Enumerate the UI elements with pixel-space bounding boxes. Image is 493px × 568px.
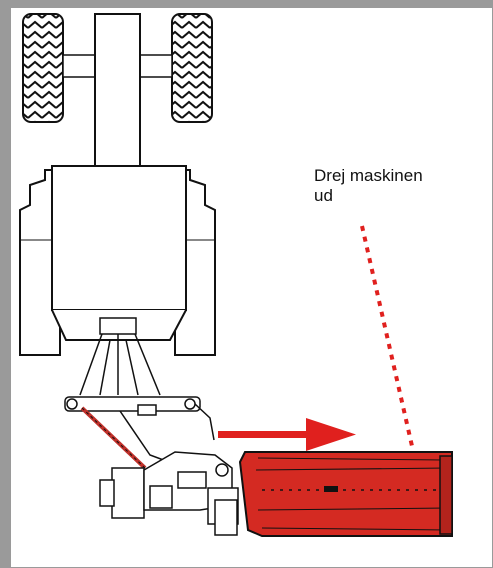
swing-path-dotted-line [360, 225, 414, 447]
arrow-right-icon [218, 418, 356, 451]
front-right-wheel [171, 13, 213, 123]
mower-frame [64, 396, 215, 469]
instruction-label: Drej maskinen ud [314, 166, 423, 206]
instruction-line-1: Drej maskinen [314, 166, 423, 185]
mower-bar [238, 451, 453, 537]
instruction-line-2: ud [314, 186, 333, 205]
mower-gearbox [99, 451, 239, 536]
three-point-linkage [79, 333, 161, 396]
tractor-cab [51, 165, 187, 341]
hydraulic-cylinder [80, 406, 147, 470]
front-left-wheel [22, 13, 64, 123]
tractor-hood [94, 13, 141, 167]
rear-left-wheel [19, 169, 61, 356]
